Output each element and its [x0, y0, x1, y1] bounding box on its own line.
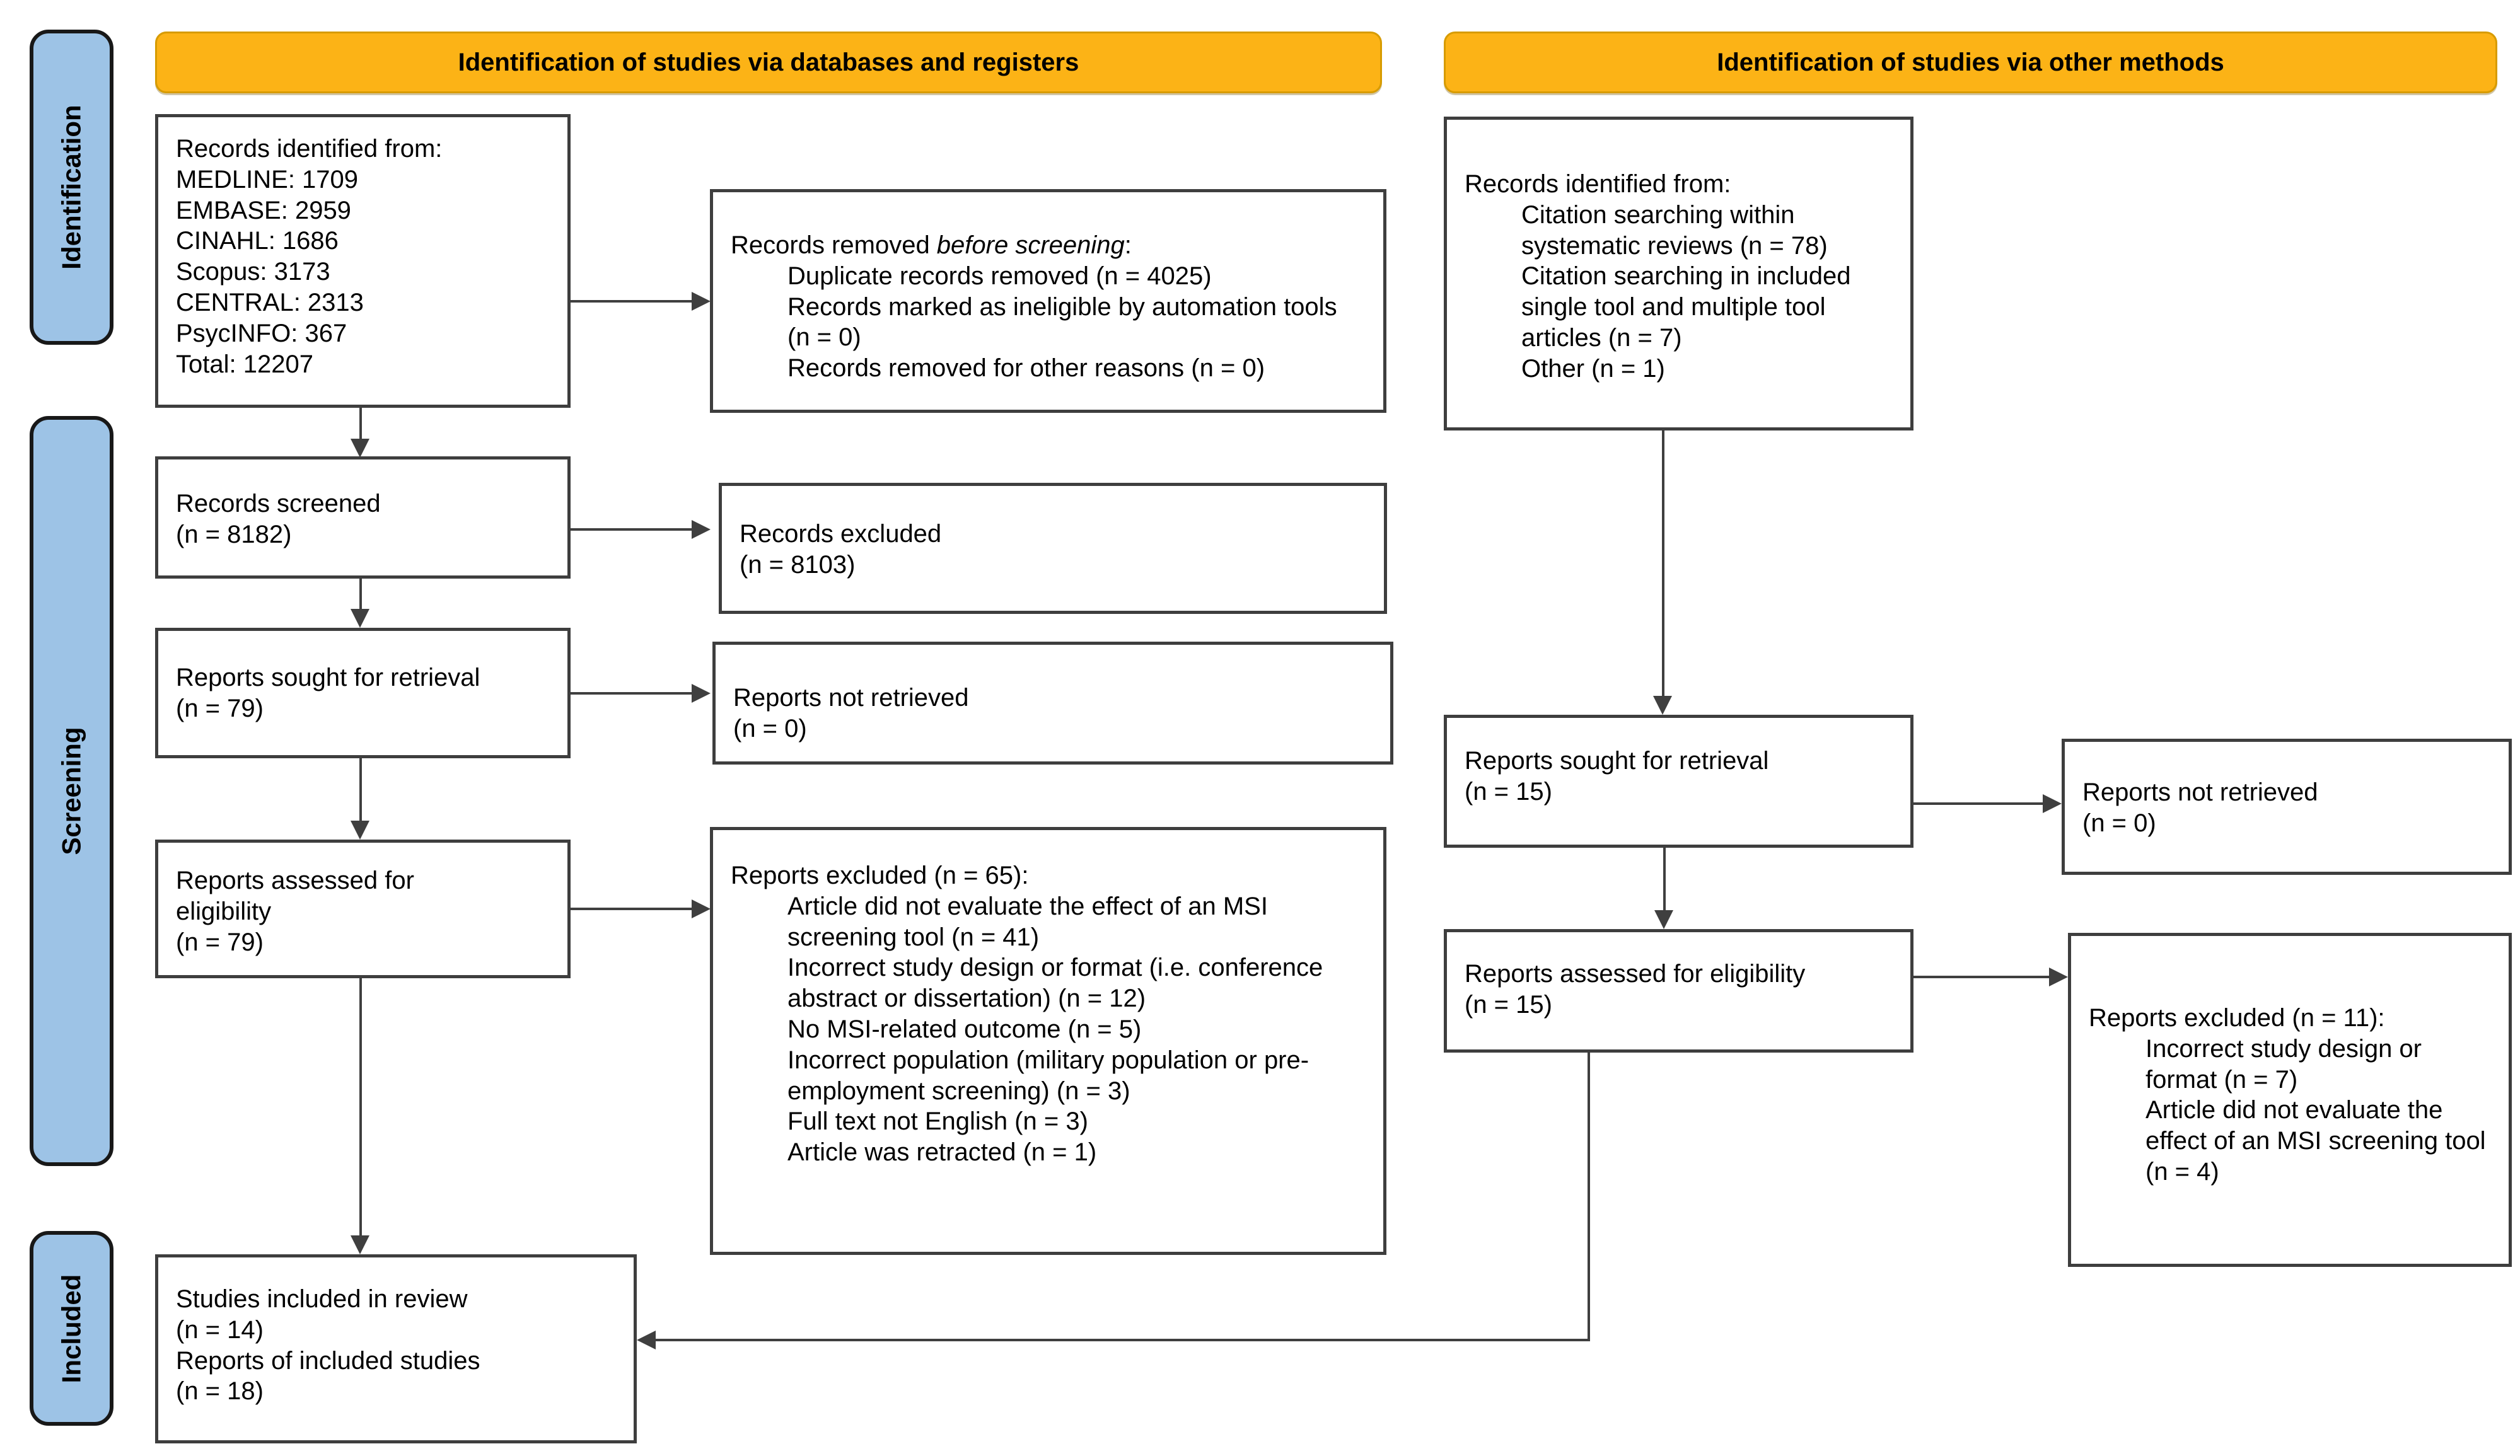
arrowhead-right-icon: [692, 292, 711, 311]
arrowhead-right-icon: [692, 520, 711, 539]
text-line: (n = 8103): [740, 550, 856, 579]
text-line: Incorrect study design or format (i.e. c…: [787, 954, 1323, 1013]
arrowhead-down-icon: [351, 1235, 369, 1254]
arrowhead-right-icon: [2043, 794, 2062, 813]
text-line: (n = 0): [733, 714, 807, 742]
text-line: Total: 12207: [176, 350, 313, 378]
text-line: Records marked as ineligible by automati…: [787, 292, 1337, 352]
text-line: Scopus: 3173: [176, 258, 330, 286]
text-line: CINAHL: 1686: [176, 227, 339, 255]
arrowhead-right-icon: [2049, 968, 2068, 986]
flow-box-reports-excluded-11: Reports excluded (n = 11):Incorrect stud…: [2068, 933, 2512, 1267]
text-line: Records identified from:: [1465, 170, 1731, 198]
text-line: Reports of included studies: [176, 1346, 480, 1375]
text-line: EMBASE: 2959: [176, 196, 351, 224]
text-line: (n = 79): [176, 928, 264, 956]
flow-box-reports-sought: Reports sought for retrieval (n = 79): [155, 628, 571, 758]
text-line: Article did not evaluate the effect of a…: [787, 892, 1268, 951]
header-banner-other-methods-label: Identification of studies via other meth…: [1717, 48, 2224, 76]
text-line: eligibility: [176, 897, 272, 925]
text-line: Reports not retrieved: [733, 684, 969, 712]
text-line: Studies included in review: [176, 1285, 468, 1313]
text-line: Reports sought for retrieval: [1465, 747, 1769, 775]
arrowhead-left-icon: [637, 1331, 656, 1349]
text-line: Reports assessed for: [176, 867, 414, 894]
text-line: Citation searching in included single to…: [1521, 262, 1851, 352]
flow-box-records-screened: Records screened (n = 8182): [155, 456, 571, 579]
arrowhead-right-icon: [692, 684, 711, 703]
text-line: (n = 18): [176, 1377, 264, 1406]
sidebar-stage-identification: Identification: [30, 30, 113, 345]
text-line: CENTRAL: 2313: [176, 288, 364, 316]
text-line: Citation searching within systematic rev…: [1521, 200, 1828, 260]
text-line: No MSI-related outcome (n = 5): [787, 1015, 1142, 1043]
flow-box-records-other: Records identified from:Citation searchi…: [1444, 117, 1913, 430]
flow-box-reports-excluded-65: Reports excluded (n = 65): Article did no…: [710, 827, 1386, 1255]
text-line: Records removed for other reasons (n = 0…: [787, 354, 1265, 383]
text-line: (n = 79): [176, 694, 264, 722]
text-line: Reports excluded (n = 65):: [731, 862, 1029, 889]
text-line: (n = 8182): [176, 520, 292, 548]
header-banner-other-methods: Identification of studies via other meth…: [1444, 32, 2497, 93]
flow-box-records-removed: Records removed before screening: Duplica…: [710, 189, 1386, 413]
flow-box-reports-assessed: Reports assessed for eligibility (n = 79): [155, 840, 571, 978]
text-line: Incorrect population (military populatio…: [787, 1046, 1309, 1105]
text-line: Reports excluded (n = 11):: [2089, 1004, 2385, 1032]
header-banner-databases-label: Identification of studies via databases …: [458, 48, 1079, 76]
text-line: Article was retracted (n = 1): [787, 1138, 1097, 1167]
header-banner-databases: Identification of studies via databases …: [155, 32, 1382, 93]
sidebar-stage-screening-label: Screening: [56, 727, 86, 855]
text-line: Records removed before screening:: [731, 231, 1132, 259]
arrowhead-down-icon: [351, 439, 369, 458]
text-line: Records screened: [176, 490, 381, 517]
flow-box-reports-sought-other: Reports sought for retrieval(n = 15): [1444, 715, 1913, 848]
text-line: (n = 15): [1465, 990, 1552, 1019]
arrowhead-down-icon: [1654, 910, 1673, 929]
text-line: (n = 15): [1465, 777, 1552, 806]
sidebar-stage-included-label: Included: [56, 1274, 86, 1383]
flow-box-reports-not-retrieved-other: Reports not retrieved (n = 0): [2062, 739, 2512, 875]
text-line: Reports sought for retrieval: [176, 664, 480, 691]
arrowhead-down-icon: [351, 609, 369, 628]
arrowhead-right-icon: [692, 899, 711, 918]
text-line: Reports not retrieved: [2082, 778, 2318, 806]
text-line: Records identified from:: [176, 135, 443, 163]
text-line: PsycINFO: 367: [176, 319, 347, 347]
flow-box-records-excluded: Records excluded(n = 8103): [719, 483, 1387, 614]
sidebar-stage-included: Included: [30, 1231, 113, 1426]
arrowhead-down-icon: [351, 821, 369, 840]
text-line: MEDLINE: 1709: [176, 165, 359, 194]
arrowhead-down-icon: [1653, 696, 1672, 715]
flow-box-studies-included: Studies included in review(n = 14)Report…: [155, 1254, 637, 1443]
text-line: Records excluded: [740, 520, 942, 548]
text-line: Duplicate records removed (n = 4025): [787, 262, 1212, 290]
text-line: (n = 0): [2082, 809, 2156, 837]
sidebar-stage-identification-label: Identification: [56, 105, 86, 270]
flow-box-reports-assessed-other: Reports assessed for eligibility(n = 15): [1444, 929, 1913, 1053]
text-line: Reports assessed for eligibility: [1465, 960, 1806, 988]
text-line: Incorrect study design or format (n = 7): [2145, 1034, 2422, 1094]
text-line: Full text not English (n = 3): [787, 1107, 1088, 1136]
text-line: Other (n = 1): [1521, 354, 1665, 383]
sidebar-stage-screening: Screening: [30, 416, 113, 1166]
flow-box-reports-not-retrieved: Reports not retrieved(n = 0): [712, 642, 1393, 765]
text-line: Article did not evaluate the effect of a…: [2145, 1096, 2486, 1186]
text-line: (n = 14): [176, 1315, 264, 1344]
